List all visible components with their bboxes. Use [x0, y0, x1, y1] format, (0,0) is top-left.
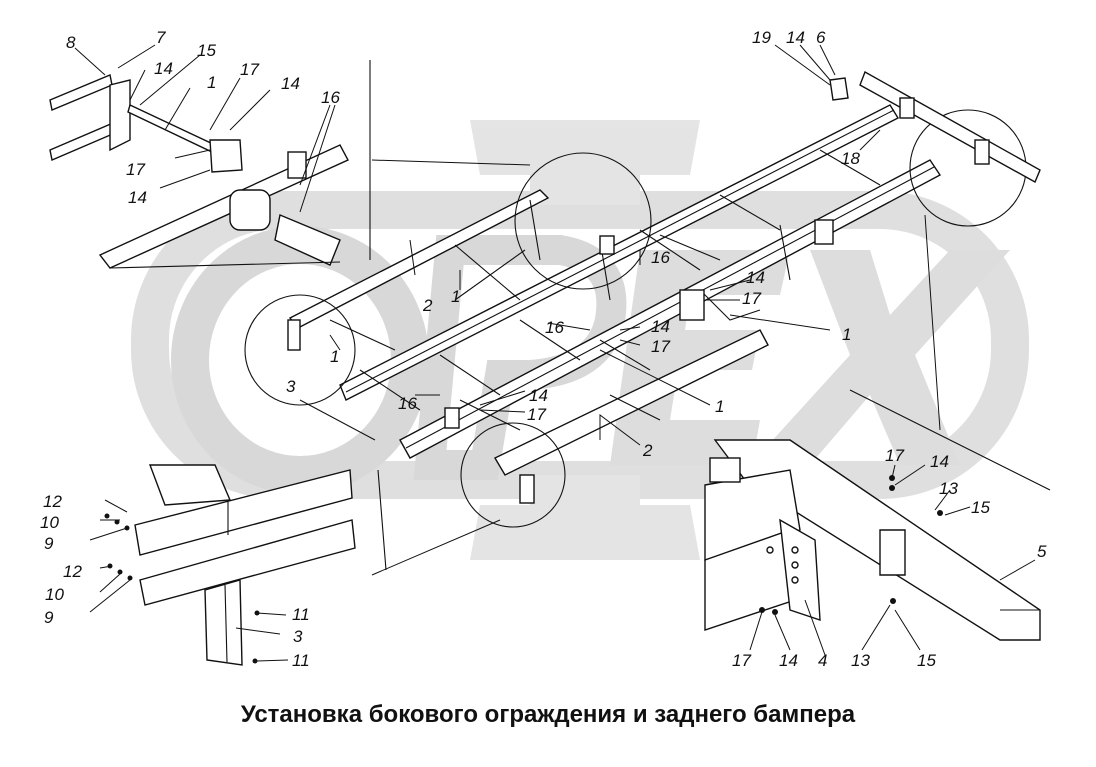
callout-1: 1	[715, 397, 724, 416]
callout-10: 10	[40, 513, 59, 532]
detail-lower-left	[134, 464, 356, 666]
callout-17: 17	[240, 60, 259, 79]
callout-15: 15	[971, 498, 990, 517]
callout-14: 14	[746, 268, 765, 287]
callout-6: 6	[816, 28, 826, 47]
callout-2: 2	[422, 296, 433, 315]
chassis-frame	[287, 60, 942, 571]
callout-14: 14	[154, 59, 173, 78]
detail-upper-right	[829, 70, 1041, 183]
drawing-caption: Установка бокового ограждения и заднего …	[240, 701, 856, 728]
callout-3: 3	[293, 627, 303, 646]
callout-3: 3	[286, 377, 296, 396]
callout-17: 17	[742, 289, 761, 308]
callout-1: 1	[842, 325, 851, 344]
callout-9: 9	[44, 534, 54, 553]
callout-13: 13	[939, 479, 958, 498]
callout-labels: 8 7 15 14 1 17 14 17 14 16 19 14 6 18 2 …	[40, 28, 1047, 670]
callout-8: 8	[66, 33, 76, 52]
callout-14: 14	[786, 28, 805, 47]
callout-16: 16	[651, 248, 670, 267]
callout-15: 15	[197, 41, 216, 60]
callout-11: 11	[292, 605, 310, 624]
rear-bumper	[704, 389, 1051, 641]
callout-17: 17	[651, 337, 670, 356]
callout-1: 1	[330, 347, 339, 366]
callout-16: 16	[321, 88, 340, 107]
callout-17: 17	[527, 405, 546, 424]
leader-lines	[74, 44, 1036, 662]
callout-14: 14	[529, 386, 548, 405]
callout-1: 1	[451, 287, 460, 306]
callout-17: 17	[885, 446, 904, 465]
callout-14: 14	[281, 74, 300, 93]
detail-upper-left	[49, 74, 349, 269]
callout-4: 4	[818, 651, 827, 670]
callout-14: 14	[651, 317, 670, 336]
callout-11: 11	[292, 651, 310, 670]
callout-13: 13	[851, 651, 870, 670]
callout-1: 1	[207, 73, 216, 92]
callout-5: 5	[1037, 542, 1047, 561]
callout-16: 16	[398, 394, 417, 413]
callout-18: 18	[841, 149, 860, 168]
callout-14: 14	[779, 651, 798, 670]
callout-15: 15	[917, 651, 936, 670]
callout-14: 14	[128, 188, 147, 207]
callout-12: 12	[63, 562, 82, 581]
callout-17: 17	[126, 160, 145, 179]
callout-19: 19	[752, 28, 771, 47]
callout-10: 10	[45, 585, 64, 604]
callout-17: 17	[732, 651, 751, 670]
callout-2: 2	[642, 441, 653, 460]
callout-7: 7	[156, 28, 166, 47]
detail-circles	[244, 109, 1027, 576]
callout-12: 12	[43, 492, 62, 511]
callout-16: 16	[545, 318, 564, 337]
callout-14: 14	[930, 452, 949, 471]
callout-9: 9	[44, 608, 54, 627]
